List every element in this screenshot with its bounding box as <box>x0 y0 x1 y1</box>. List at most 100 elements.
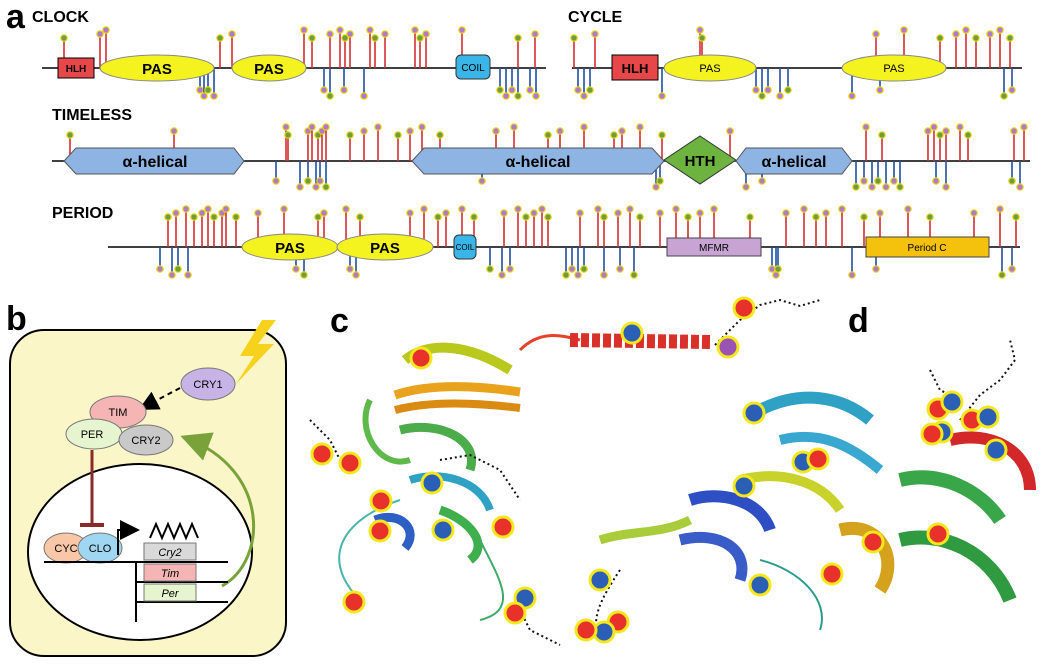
cycle-title: CYCLE <box>568 9 623 26</box>
mutation-pin-head <box>784 86 792 94</box>
mutation-pin-head <box>304 177 312 185</box>
mutation-pin-head <box>942 183 950 191</box>
panel-d-label: d <box>848 302 869 340</box>
cycle-pas1-domain <box>663 54 757 82</box>
mutation-pin-head <box>538 205 546 213</box>
mutation-pin-head <box>196 86 204 94</box>
mutation-pin-head <box>696 26 704 34</box>
variant-site-marker <box>310 442 334 466</box>
mutation-pin-head <box>996 26 1004 34</box>
mutation-pin-head <box>986 30 994 38</box>
mutation-pin-head <box>570 34 578 42</box>
mutation-pin-head <box>812 213 820 221</box>
mutation-pin-head <box>924 127 932 135</box>
d-sheet-green-2 <box>898 530 1017 603</box>
mutation-pin-head <box>656 209 664 217</box>
mutation-pin-head <box>574 86 582 94</box>
variant-site-marker <box>491 515 515 539</box>
variant-site-marker <box>976 405 1000 429</box>
mutation-pin-head <box>876 86 884 94</box>
mutation-pin-head <box>952 30 960 38</box>
mutation-pin-head <box>544 213 552 221</box>
variant-site-marker <box>574 618 598 642</box>
mutation-pin-head <box>458 205 466 213</box>
mutation-pin-head <box>764 86 772 94</box>
mutation-pin-head <box>874 177 882 185</box>
mutation-pin-head <box>800 205 808 213</box>
mutation-pin-head <box>878 131 886 139</box>
mutation-pin-head <box>411 26 419 34</box>
c-sheet-3 <box>398 422 477 472</box>
variant-site-marker <box>588 568 612 592</box>
mutation-pin-head <box>591 30 599 38</box>
timeless-title: TIMELESS <box>52 107 132 124</box>
mutation-pin-head <box>562 271 570 279</box>
mutation-pin-head <box>346 131 354 139</box>
mutation-pin-head <box>636 123 644 131</box>
mutation-pin-head <box>341 34 349 42</box>
mutation-pin-head <box>416 34 424 42</box>
timeless-helical2-label: α-helical <box>506 154 571 171</box>
mutation-pin-head <box>434 213 442 221</box>
mutation-pin-head <box>658 92 666 100</box>
mutation-pin-head <box>852 183 860 191</box>
mutation-pin-head <box>746 213 754 221</box>
clo-label: CLO <box>89 543 112 555</box>
mutation-pin-head <box>568 265 576 273</box>
per-gene-label: Per <box>161 588 179 600</box>
mutation-pin-head <box>530 209 538 217</box>
variant-site-marker <box>861 530 885 554</box>
mutation-pin-head <box>1006 34 1014 42</box>
mutation-pin-head <box>872 30 880 38</box>
mutation-pin-head <box>316 177 324 185</box>
mutation-pin-head <box>652 183 660 191</box>
mutation-pin-head <box>436 131 444 139</box>
cycle-pas2-domain <box>841 54 947 82</box>
mutation-pin-head <box>526 86 534 94</box>
mutation-pin-head <box>586 86 594 94</box>
cyc-label: CYC <box>54 543 77 555</box>
cry2-label: CRY2 <box>131 435 160 447</box>
c-sheet-4 <box>408 472 494 512</box>
clock-hlh-domain <box>57 57 95 79</box>
period-pas2-label: PAS <box>370 240 400 257</box>
mutation-pin-head <box>498 271 506 279</box>
mutation-pin-head <box>340 86 348 94</box>
structure-c <box>309 296 821 646</box>
mutation-pin-head <box>936 34 944 42</box>
mutation-pin-head <box>998 271 1006 279</box>
mutation-pin-head <box>972 34 980 42</box>
period-periodc-label: Period C <box>908 243 947 254</box>
mutation-pin-head <box>610 131 618 139</box>
mutation-pin-head <box>758 177 766 185</box>
d-tail-2 <box>959 339 1017 421</box>
c-variant-sites <box>310 296 756 625</box>
mutation-pin-head <box>374 123 382 131</box>
mutation-pin-head <box>618 127 626 135</box>
variant-site-marker <box>503 601 527 625</box>
mutation-pin-head <box>190 213 198 221</box>
mutation-pin-head <box>758 92 766 100</box>
cry2-gene-box <box>143 542 197 561</box>
clock-mutation-pins <box>60 26 540 100</box>
mutation-pin-head <box>838 205 846 213</box>
variant-site-marker <box>716 335 740 359</box>
c-loop-3 <box>479 539 505 621</box>
mutation-pin-head <box>574 271 582 279</box>
clock-coil-label: COIL <box>461 63 485 74</box>
timeless-hth-domain <box>663 135 737 185</box>
mutation-pin-head <box>1008 86 1016 94</box>
variant-site-marker <box>732 296 756 320</box>
mutation-pin-head <box>496 86 504 94</box>
mutation-pin-head <box>198 209 206 217</box>
mutation-pin-head <box>346 30 354 38</box>
mutation-pin-head <box>272 177 280 185</box>
transcription-arrow <box>117 520 140 555</box>
mutation-pin-head <box>336 26 344 34</box>
mutation-pin-head <box>326 30 334 38</box>
mutation-pin-head <box>776 92 784 100</box>
mutation-pin-head <box>1012 213 1020 221</box>
mutation-pin-head <box>172 209 180 217</box>
variant-site-marker <box>920 422 944 446</box>
mutation-pin-head <box>174 265 182 273</box>
